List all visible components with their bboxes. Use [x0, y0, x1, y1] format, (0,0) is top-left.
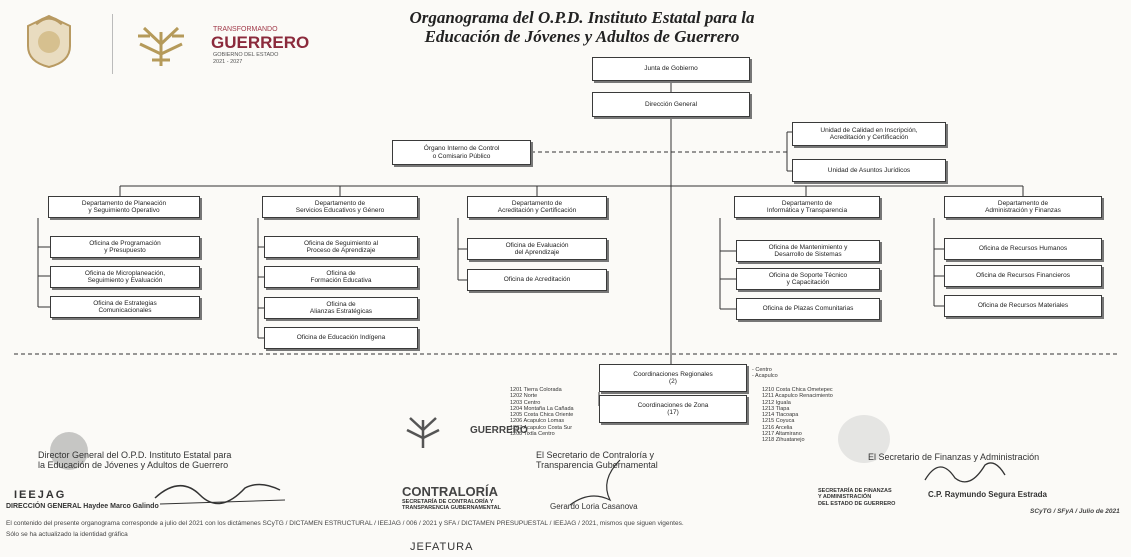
dept-administracion: Departamento de Administración y Finanza…: [944, 196, 1102, 218]
signature-center-name: Gerardo Loria Casanova: [550, 502, 638, 511]
office-recursos-materiales: Oficina de Recursos Materiales: [944, 295, 1102, 317]
contraloria-brand: CONTRALORÍA: [402, 484, 499, 499]
signature-center-scribble: [569, 459, 621, 506]
brand-years: 2021 - 2027: [213, 59, 243, 65]
office-microplaneacion: Oficina de Microplaneación, Seguimiento …: [50, 266, 200, 288]
organo-interno-control: Órgano Interno de Control o Comisario Pú…: [392, 140, 531, 165]
office-recursos-humanos: Oficina de Recursos Humanos: [944, 238, 1102, 260]
office-soporte-tecnico: Oficina de Soporte Técnico y Capacitació…: [736, 268, 880, 290]
dept-acreditacion: Departamento de Acreditación y Certifica…: [467, 196, 607, 218]
junta-de-gobierno: Junta de Gobierno: [592, 57, 750, 81]
office-formacion-educativa: Oficina de Formación Educativa: [264, 266, 418, 288]
brand-top: TRANSFORMANDO: [213, 26, 278, 33]
office-seguimiento-aprendizaje: Oficina de Seguimiento al Proceso de Apr…: [264, 236, 418, 258]
zona-list-left: 1201 Tierra Colorada 1202 Norte 1203 Cen…: [510, 387, 574, 438]
contraloria-guerrero-mark: GUERRERO: [470, 425, 528, 436]
signature-right-title: El Secretario de Finanzas y Administraci…: [868, 452, 1040, 462]
office-mantenimiento: Oficina de Mantenimiento y Desarrollo de…: [736, 240, 880, 262]
contraloria-emblem: [402, 410, 444, 452]
page-title: Organograma del O.P.D. Instituto Estatal…: [352, 8, 812, 46]
footer-line-1: El contenido del presente organograma co…: [6, 520, 684, 527]
dept-planeacion: Departamento de Planeación y Seguimiento…: [48, 196, 200, 218]
brand-sub: GOBIERNO DEL ESTADO: [213, 52, 279, 58]
footer-line-2: Sólo se ha actualizado la identidad gráf…: [6, 531, 128, 538]
brand-main: GUERRERO: [211, 33, 310, 52]
contraloria-sub: SECRETARÍA DE CONTRALORÍA Y TRANSPARENCI…: [402, 499, 501, 512]
signature-left-title: Director General del O.P.D. Instituto Es…: [38, 450, 232, 470]
zona-list-right: 1210 Costa Chica Ometepec 1211 Acapulco …: [762, 387, 833, 444]
ieejag-seal: [50, 432, 88, 470]
office-plazas-comunitarias: Oficina de Plazas Comunitarias: [736, 298, 880, 320]
dept-servicios-educativos: Departamento de Servicios Educativos y G…: [262, 196, 418, 218]
office-educacion-indigena: Oficina de Educación Indígena: [264, 327, 418, 349]
unidad-asuntos-juridicos: Unidad de Asuntos Jurídicos: [792, 159, 946, 182]
signature-right-scribble: [924, 462, 1006, 483]
ieejag-brand: IEEJAG: [14, 489, 67, 501]
coordinaciones-de-zona: Coordinaciones de Zona (17): [599, 395, 747, 423]
dept-informatica: Departamento de Informática y Transparen…: [734, 196, 880, 218]
footer-ref: SCyTG / SFyA / Julio de 2021: [1030, 508, 1120, 515]
unidad-calidad: Unidad de Calidad en Inscripción, Acredi…: [792, 122, 946, 146]
title-line-1: Organograma del O.P.D. Instituto Estatal…: [409, 8, 755, 27]
direccion-general: Dirección General: [592, 92, 750, 117]
office-alianzas: Oficina de Alianzas Estratégicas: [264, 297, 418, 319]
signature-center-title: El Secretario de Contraloría y Transpare…: [536, 450, 658, 470]
office-estrategias: Oficina de Estrategias Comunicacionales: [50, 296, 200, 318]
coordinaciones-regionales: Coordinaciones Regionales (2): [599, 364, 747, 392]
regionales-list: - Centro - Acapulco: [752, 367, 778, 380]
guerrero-emblem-logo: [130, 14, 192, 72]
finanzas-sub: SECRETARÍA DE FINANZAS Y ADMINISTRACIÓN …: [818, 488, 896, 507]
signature-left-name: DIRECCIÓN GENERAL Haydee Marco Galindo: [6, 503, 159, 510]
jefatura-stamp: JEFATURA: [410, 541, 474, 553]
signature-left-scribble: [154, 483, 286, 505]
header-divider: [112, 14, 113, 74]
state-seal-logo: [20, 12, 78, 70]
signature-right-name: C.P. Raymundo Segura Estrada: [928, 490, 1047, 499]
finanzas-seal: [838, 415, 890, 463]
title-line-2: Educación de Jóvenes y Adultos de Guerre…: [424, 27, 740, 46]
office-acreditacion: Oficina de Acreditación: [467, 269, 607, 291]
office-evaluacion: Oficina de Evaluación del Aprendizaje: [467, 238, 607, 260]
office-programacion: Oficina de Programación y Presupuesto: [50, 236, 200, 258]
office-recursos-financieros: Oficina de Recursos Financieros: [944, 265, 1102, 287]
